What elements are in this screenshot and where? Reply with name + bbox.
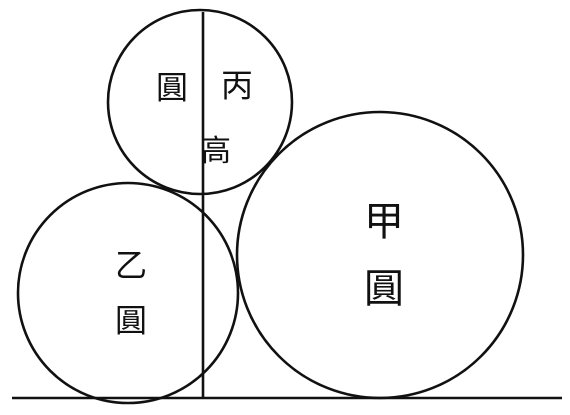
label-yi-yuan: 圓: [115, 302, 147, 340]
label-yi-name: 乙: [115, 247, 147, 285]
label-jia-name: 甲: [364, 199, 404, 245]
label-height: 高: [201, 134, 231, 169]
label-jia-yuan: 圓: [364, 266, 404, 312]
circle-jia: [235, 110, 525, 400]
circle-bing: [106, 8, 294, 196]
circle-yi: [16, 181, 240, 405]
label-bing-yuan: 圓: [156, 69, 188, 107]
label-bing-name: 丙: [221, 67, 253, 105]
